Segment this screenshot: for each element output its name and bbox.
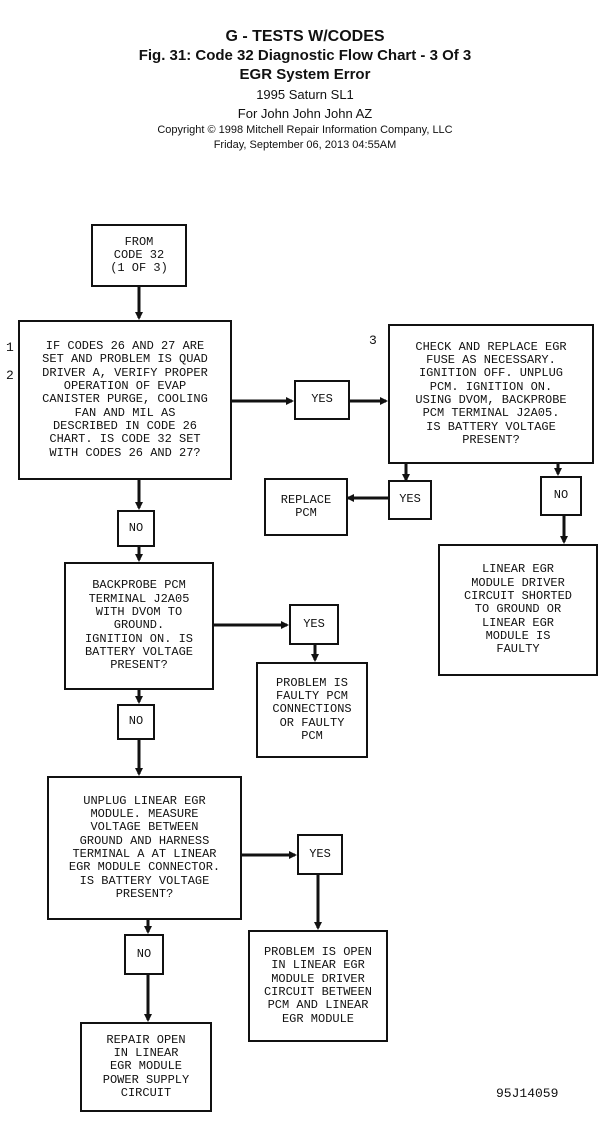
node-q3: CHECK AND REPLACE EGR FUSE AS NECESSARY.…	[388, 324, 594, 464]
node-no-un: NO	[124, 934, 164, 975]
node-repair-open: REPAIR OPEN IN LINEAR EGR MODULE POWER S…	[80, 1022, 212, 1112]
figure-title: Fig. 31: Code 32 Diagnostic Flow Chart -…	[138, 47, 472, 64]
node-faulty-pcm: PROBLEM IS FAULTY PCM CONNECTIONS OR FAU…	[256, 662, 368, 758]
section-title: G - TESTS W/CODES	[225, 28, 385, 45]
date-line: Friday, September 06, 2013 04:55AM	[213, 139, 397, 151]
figure-subtitle: EGR System Error	[239, 66, 371, 83]
node-q-backprobe: BACKPROBE PCM TERMINAL J2A05 WITH DVOM T…	[64, 562, 214, 690]
node-replace-pcm: REPLACE PCM	[264, 478, 348, 536]
node-open-driver: PROBLEM IS OPEN IN LINEAR EGR MODULE DRI…	[248, 930, 388, 1042]
copyright-line: Copyright © 1998 Mitchell Repair Informa…	[157, 124, 453, 136]
node-q1: IF CODES 26 AND 27 ARE SET AND PROBLEM I…	[18, 320, 232, 480]
step-label-3: 3	[369, 333, 377, 348]
node-start: FROM CODE 32 (1 OF 3)	[91, 224, 187, 287]
node-yes1: YES	[294, 380, 350, 420]
node-yes-bp: YES	[289, 604, 339, 645]
node-linear-fault: LINEAR EGR MODULE DRIVER CIRCUIT SHORTED…	[438, 544, 598, 676]
node-no3: NO	[540, 476, 582, 516]
figure-code: 95J14059	[496, 1086, 559, 1101]
node-q-unplug: UNPLUG LINEAR EGR MODULE. MEASURE VOLTAG…	[47, 776, 242, 920]
vehicle-line: 1995 Saturn SL1	[256, 87, 354, 102]
node-no1: NO	[117, 510, 155, 547]
step-label-2: 2	[6, 368, 14, 383]
node-yes3: YES	[388, 480, 432, 520]
step-label-1: 1	[6, 340, 14, 355]
node-no-bp: NO	[117, 704, 155, 740]
customer-line: For John John John AZ	[237, 106, 373, 121]
node-yes-un: YES	[297, 834, 343, 875]
